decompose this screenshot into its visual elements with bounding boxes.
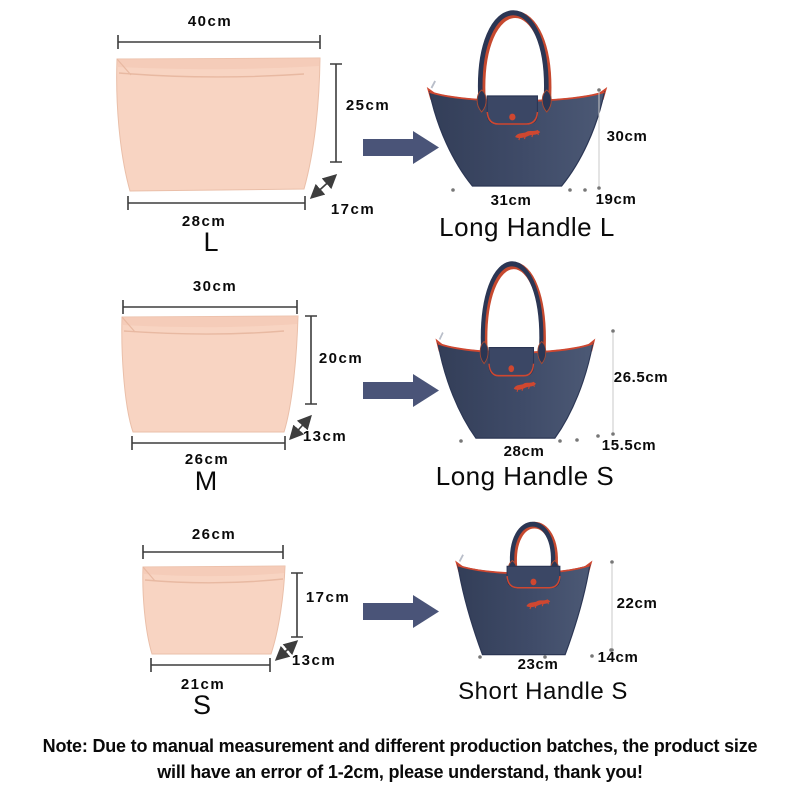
bag-width-label: 31cm bbox=[490, 192, 532, 209]
bag-depth-label: 14cm bbox=[597, 649, 639, 666]
insert-top-width-label: 40cm bbox=[187, 13, 233, 30]
bag-measure-marks-l bbox=[451, 88, 601, 192]
bag-illustration-long-handle-l bbox=[427, 13, 607, 186]
insert-size-label: L bbox=[203, 227, 219, 257]
insert-top-width-label: 26cm bbox=[191, 526, 237, 543]
bag-width-label: 28cm bbox=[503, 443, 545, 460]
insert-depth-label: 13cm bbox=[291, 652, 337, 669]
insert-bottom-width-label: 21cm bbox=[180, 676, 226, 693]
bag-illustration-short-handle-s bbox=[455, 524, 592, 654]
arrow-right-icon bbox=[363, 374, 439, 407]
insert-illustration-s bbox=[142, 565, 286, 655]
bag-depth-label: 19cm bbox=[595, 191, 637, 208]
dimension-lines-m bbox=[122, 300, 317, 450]
bag-name-label: Long Handle L bbox=[439, 212, 615, 242]
insert-size-label: S bbox=[192, 690, 212, 720]
bag-name-label: Short Handle S bbox=[458, 678, 628, 705]
insert-depth-label: 13cm bbox=[302, 428, 348, 445]
bag-height-label: 30cm bbox=[606, 128, 648, 145]
bag-width-label: 23cm bbox=[517, 656, 559, 673]
bag-name-label: Long Handle S bbox=[435, 461, 615, 491]
arrow-right-icon bbox=[363, 595, 439, 628]
bag-measure-marks-s bbox=[478, 560, 614, 659]
bag-height-label: 26.5cm bbox=[613, 369, 669, 386]
arrow-right-icon bbox=[363, 131, 439, 164]
bag-depth-label: 15.5cm bbox=[601, 437, 657, 454]
insert-height-label: 20cm bbox=[318, 350, 364, 367]
dimension-lines-s bbox=[142, 545, 303, 672]
insert-height-label: 25cm bbox=[345, 97, 391, 114]
insert-top-width-label: 30cm bbox=[192, 278, 238, 295]
insert-bottom-width-label: 28cm bbox=[181, 213, 227, 230]
bag-measure-marks-m bbox=[459, 329, 615, 443]
dimension-lines-l bbox=[117, 35, 342, 210]
note-line-1: Note: Due to manual measurement and diff… bbox=[42, 736, 758, 756]
bag-illustration-long-handle-s bbox=[435, 264, 595, 438]
insert-illustration-l bbox=[116, 57, 321, 192]
insert-depth-label: 17cm bbox=[330, 201, 376, 218]
note-line-2: will have an error of 1-2cm, please unde… bbox=[157, 762, 643, 782]
insert-size-label: M bbox=[194, 466, 218, 496]
bag-height-label: 22cm bbox=[616, 595, 658, 612]
insert-height-label: 17cm bbox=[305, 589, 351, 606]
insert-bottom-width-label: 26cm bbox=[184, 451, 230, 468]
insert-illustration-m bbox=[121, 315, 299, 433]
